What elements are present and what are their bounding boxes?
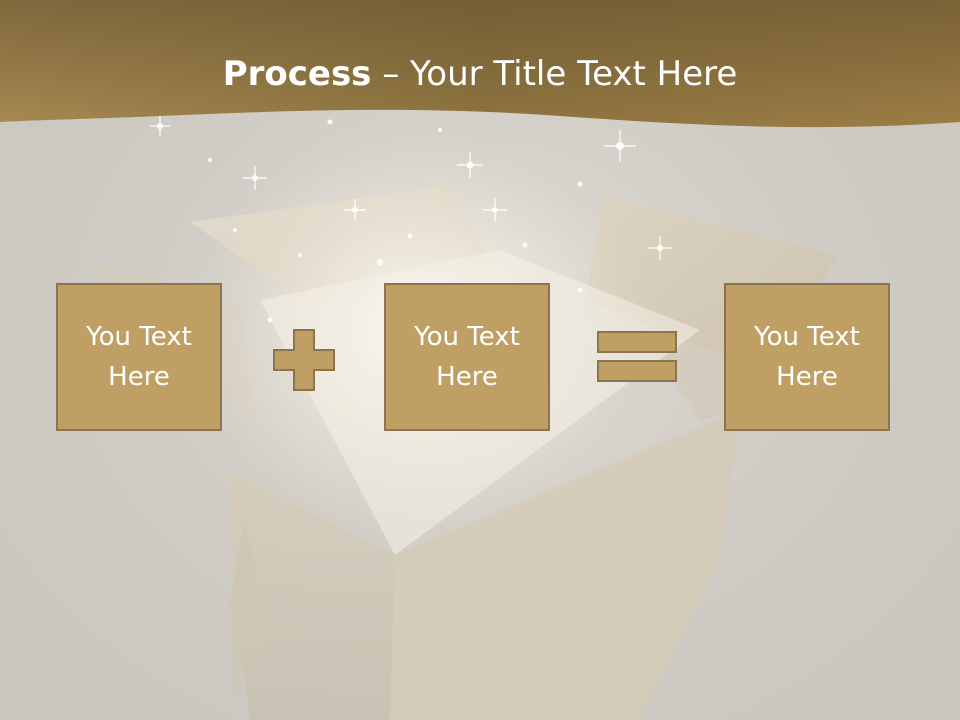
plus-icon — [273, 329, 335, 391]
text-box-1-label: You Text Here — [86, 322, 192, 392]
text-box-3[interactable]: You Text Here — [724, 283, 890, 431]
title-bold: Process — [222, 54, 372, 94]
text-box-2-label: You Text Here — [414, 322, 520, 392]
text-box-2[interactable]: You Text Here — [384, 283, 550, 431]
text-box-3-label: You Text Here — [754, 322, 860, 392]
text-box-1[interactable]: You Text Here — [56, 283, 222, 431]
title-rest: – Your Title Text Here — [371, 54, 738, 94]
slide-title: Process – Your Title Text Here — [0, 50, 960, 98]
equals-icon — [597, 331, 677, 382]
